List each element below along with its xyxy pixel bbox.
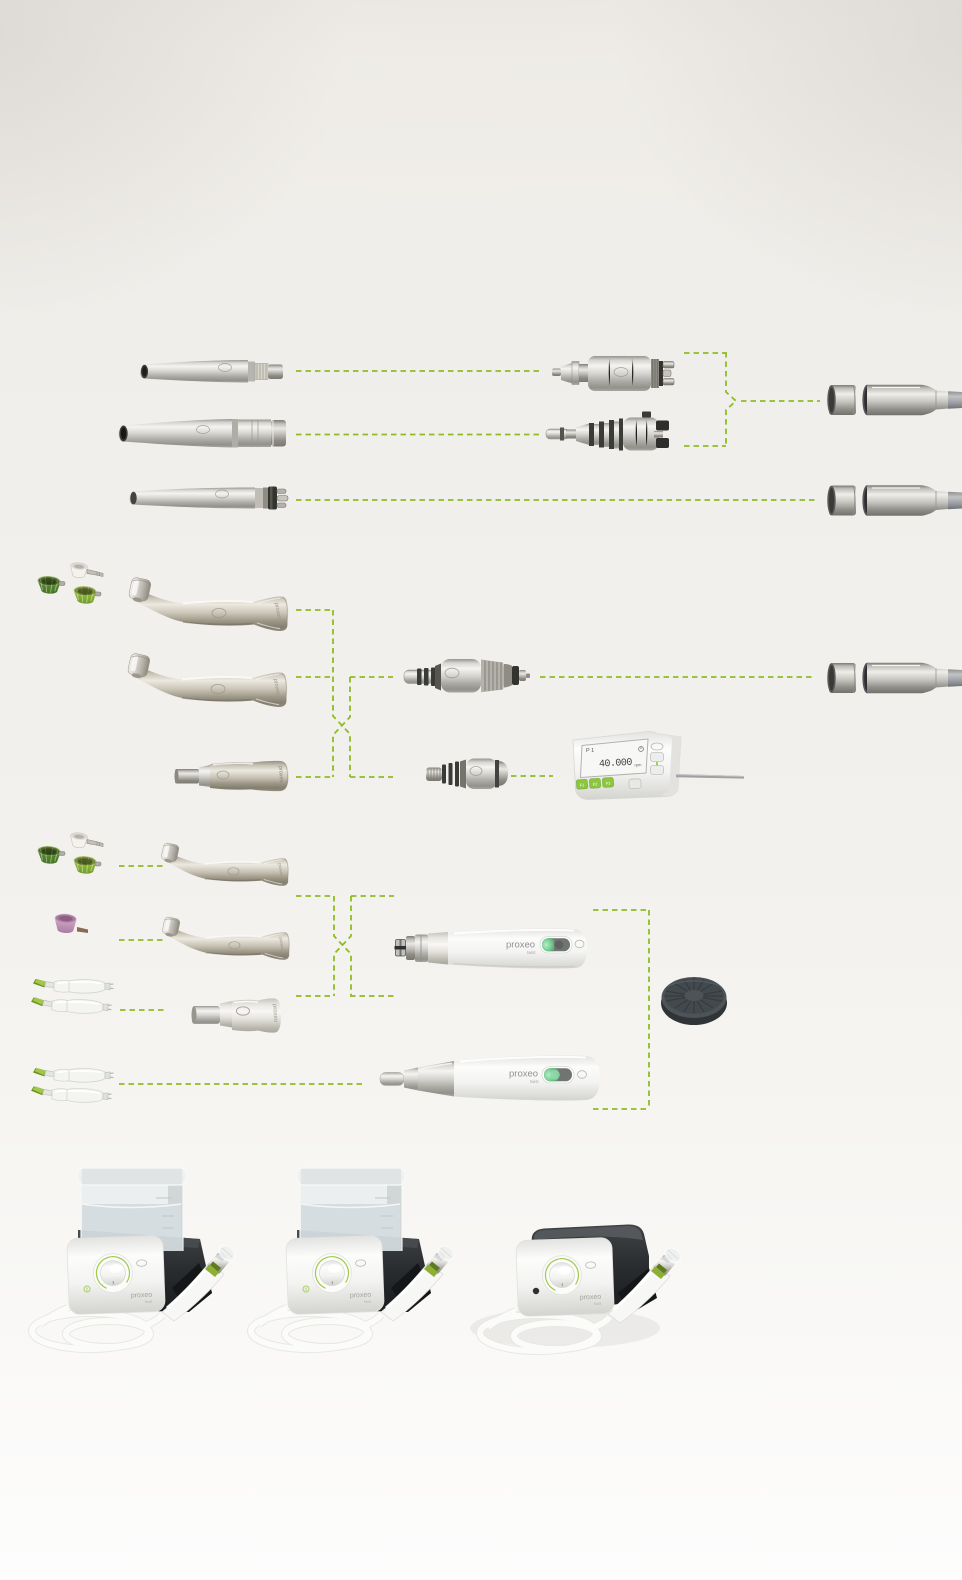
svg-text:P 1: P 1 — [586, 748, 594, 754]
svg-text:proxeo: proxeo — [506, 940, 535, 951]
svg-text:40.000: 40.000 — [599, 758, 633, 771]
svg-text:F1: F1 — [580, 782, 586, 787]
svg-text:twist: twist — [527, 950, 536, 955]
svg-text:F3: F3 — [606, 781, 612, 786]
svg-text:proxeo: proxeo — [509, 1069, 538, 1080]
svg-text:proxeo: proxeo — [271, 1004, 278, 1023]
svg-text:rpm: rpm — [634, 762, 642, 767]
svg-text:F2: F2 — [593, 781, 599, 786]
svg-text:twist: twist — [530, 1079, 539, 1084]
